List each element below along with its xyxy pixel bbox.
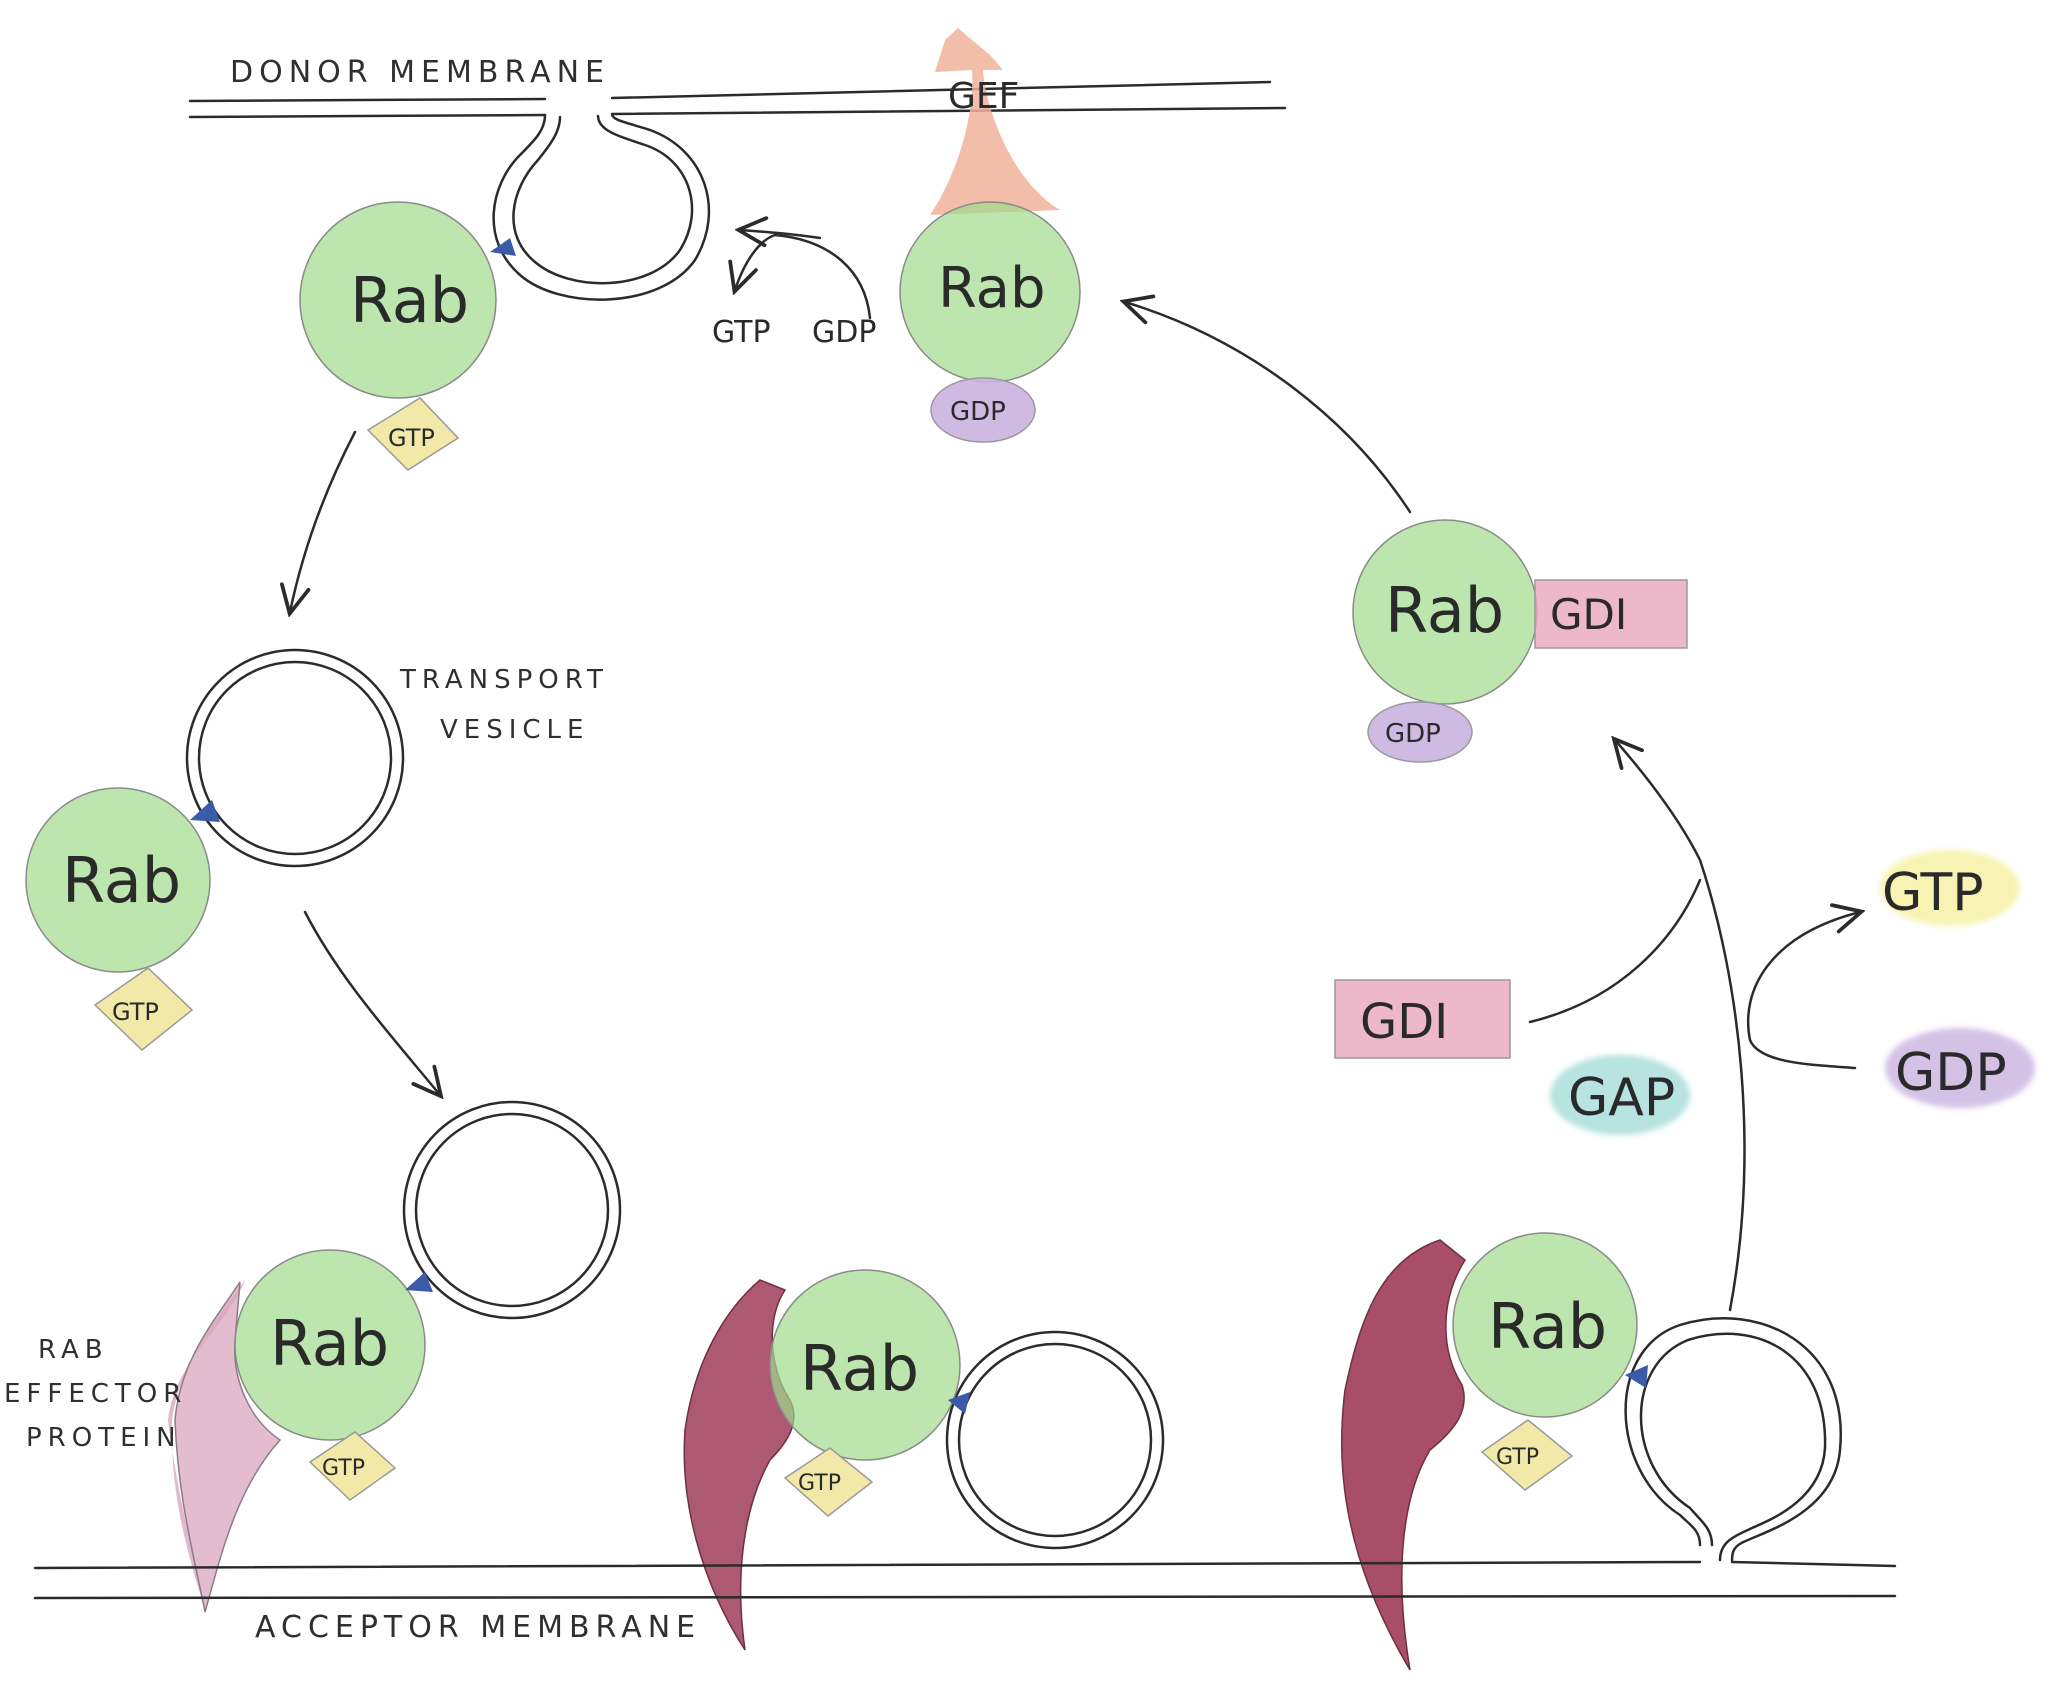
gef-protein: GEF [930,28,1060,215]
donor-membrane-label: DONOR MEMBRANE [230,55,610,90]
gef-label: GEF [948,76,1019,117]
gdi-label: GDI [1550,590,1627,639]
docking-vesicle-2 [945,1330,1165,1550]
svg-text:GTP: GTP [798,1471,841,1496]
transport-vesicle-label: TRANSPORT [399,665,609,695]
effector-label-2: EFFECTOR [4,1379,187,1409]
effector-label-3: PROTEIN [26,1423,182,1453]
free-gtp-label: GTP [1882,863,1984,923]
arrow-fusion-to-gdi [1615,740,1746,1312]
svg-text:GDP: GDP [1385,719,1441,749]
rab-label: Rab [1488,1290,1607,1363]
rab-gtp-vesicle: Rab GTP [25,787,220,1051]
arrow-budding-to-vesicle [290,430,357,612]
arrow-vesicle-to-docking [303,910,440,1095]
rab-gtp-effector-bound: Rab GTP [234,1249,433,1501]
svg-text:VESICLE: VESICLE [440,715,589,745]
docking-vesicle-1 [402,1100,622,1320]
rab-gtp-fusion: Rab GTP [1452,1232,1648,1491]
svg-text:GDP: GDP [950,397,1006,427]
free-gtp: GTP [1880,850,2020,926]
gdp-badge: GDP [930,377,1036,443]
effector-protein-right [1340,1239,1466,1671]
rab-label: Rab [1385,574,1504,647]
gdp-badge: GDP [1367,701,1473,763]
gap-protein: GAP [1550,1055,1690,1135]
rab-gdp-gdi-complex: Rab GDI GDP [1352,519,1688,763]
rab-label: Rab [62,844,181,917]
gtp-badge: GTP [308,1431,397,1501]
rab-gdp-donor: Rab GDP [899,201,1081,443]
cycle-arrows [290,302,1860,1312]
rab-gtp-budding: Rab GTP [299,201,516,471]
gtp-badge: GTP [1480,1419,1574,1491]
arrow-gdi-joins [1528,878,1702,1024]
transport-vesicle: TRANSPORT VESICLE [185,648,609,868]
svg-text:GTP: GTP [388,424,435,452]
acceptor-membrane: ACCEPTOR MEMBRANE [33,1560,1897,1645]
rab-label: Rab [350,264,469,337]
svg-text:GTP: GTP [322,1456,365,1481]
gtp-badge: GTP [93,967,194,1051]
budding-vesicle [492,112,711,301]
acceptor-membrane-label: ACCEPTOR MEMBRANE [255,1610,701,1645]
exchange-gdp-label: GDP [812,315,876,350]
arrow-gap-hydrolysis-out [1746,912,1860,1070]
donor-membrane: DONOR MEMBRANE [188,55,1287,119]
gtp-badge: GTP [783,1447,874,1517]
exchange-gtp-label: GTP [712,315,771,350]
fusing-vesicle [1624,1317,1843,1562]
gdi-free-label: GDI [1360,994,1448,1050]
free-gdp: GDP [1885,1028,2035,1108]
svg-text:GTP: GTP [112,998,159,1026]
gdi-box-free: GDI [1334,979,1511,1059]
free-gdp-label: GDP [1895,1043,2007,1103]
svg-text:GTP: GTP [1496,1445,1539,1470]
effector-protein-light [168,1280,282,1613]
rab-label: Rab [800,1332,919,1405]
gdi-box-bound: GDI [1534,579,1688,649]
rab-label: Rab [270,1307,389,1380]
rab-gtp-docking: Rab GTP [769,1269,970,1517]
gtp-badge: GTP [366,397,460,471]
gap-label: GAP [1568,1068,1675,1128]
rab-label: Rab [938,256,1046,321]
effector-label-1: RAB [38,1335,109,1365]
arrow-gdi-complex-to-donor [1125,302,1412,514]
gef-exchange: GTP GDP [712,230,876,350]
